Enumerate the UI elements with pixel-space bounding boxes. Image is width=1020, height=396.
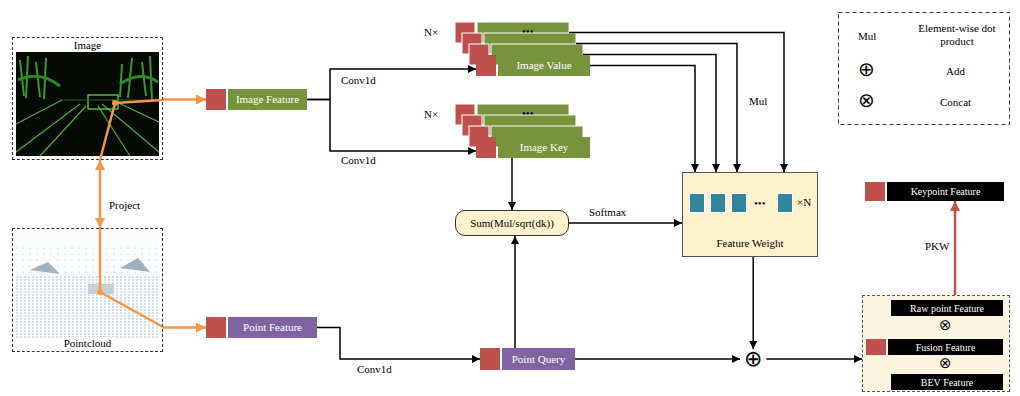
add-symbol: ⊕ (740, 349, 766, 369)
text-label: ⊗ (858, 89, 875, 111)
feature-box: BEV Feature (891, 374, 1003, 390)
feature-box: Fusion Feature (866, 339, 1003, 355)
node-text: Pointcloud (61, 337, 115, 350)
red-square (206, 89, 226, 110)
weight-box: Feature Weight (682, 172, 818, 257)
feature-body: Keypoint Feature (887, 182, 1004, 201)
text-label: Mul (858, 30, 876, 43)
connector (575, 358, 740, 360)
red-square (206, 317, 226, 338)
process-box: Sum(Mul/sqrt(dk)) (455, 210, 569, 236)
red-square (866, 339, 886, 355)
feature-box: Point Feature (206, 317, 317, 338)
node-text: Image Value (516, 59, 571, 72)
red-square (476, 137, 496, 158)
node-text: Point Feature (243, 321, 302, 334)
legend-text: Concat (940, 96, 971, 109)
text-label: ••• (522, 25, 534, 38)
feature-body: Point Query (502, 348, 575, 370)
text-label: ••• (754, 197, 766, 210)
connector (317, 328, 480, 360)
output-box: Keypoint Feature (865, 182, 1004, 201)
node-text: Sum(Mul/sqrt(dk)) (470, 217, 554, 230)
text-label: N× (424, 26, 438, 39)
concat-group: Raw point FeatureFusion FeatureBEV Featu… (862, 295, 1010, 392)
legend-box (839, 13, 1010, 125)
node-text: Image Key (520, 141, 569, 154)
connector (307, 69, 476, 100)
feature-body: Image Value (498, 55, 590, 76)
edge-label: Conv1d (340, 74, 377, 87)
text-label: N× (424, 108, 438, 121)
edge-label: Project (108, 199, 141, 212)
red-square (476, 55, 496, 76)
edge-label: Conv1d (340, 154, 377, 167)
connector (954, 201, 957, 295)
red-square (865, 182, 885, 201)
query-box: Point Query (480, 348, 575, 370)
point-cloud (16, 228, 163, 338)
feature-box: Image Feature (206, 89, 307, 110)
text-label: ••• (522, 107, 534, 120)
connector (514, 236, 516, 348)
feature-body: Image Key (498, 137, 590, 158)
edge-label: Conv1d (356, 363, 393, 376)
node-text: ⊕ (744, 349, 762, 369)
connector (307, 100, 476, 152)
weight-square (731, 193, 747, 213)
edge-label: PKW (924, 240, 950, 253)
pointcloud-panel: Pointcloud (12, 228, 163, 352)
node-text: BEV Feature (921, 376, 973, 389)
text-label: ×N (797, 196, 811, 209)
key-box: Image Key (476, 137, 590, 158)
legend-text: Add (946, 65, 965, 78)
node-text: Image (71, 39, 104, 52)
node-text: Image Feature (236, 93, 299, 106)
connector (163, 98, 206, 101)
text-label: ⊕ (858, 58, 875, 80)
value-arrows (569, 33, 784, 173)
edge-label: Mul (748, 95, 768, 108)
feature-box: Raw point Feature (891, 300, 1003, 316)
red-square (480, 348, 500, 370)
text-label: ⊗ (939, 317, 952, 334)
node-text: Keypoint Feature (911, 185, 981, 198)
connector (511, 158, 513, 210)
value-box: Image Value (476, 55, 590, 76)
weight-square (777, 193, 793, 213)
node-text: Feature Weight (716, 237, 783, 250)
feature-body: Point Feature (228, 317, 317, 338)
image-panel: Image (12, 37, 163, 160)
node-text: Point Query (512, 353, 565, 366)
node-text: Fusion Feature (916, 341, 976, 354)
connector (163, 326, 206, 329)
node-text: Raw point Feature (910, 302, 984, 315)
camera-image (16, 52, 163, 160)
feature-body: Fusion Feature (888, 339, 1003, 355)
text-label: ⊗ (939, 355, 952, 372)
weight-square (710, 193, 726, 213)
weight-square (689, 193, 705, 213)
connector (99, 160, 102, 228)
edge-label: Softmax (588, 206, 627, 219)
legend-text: Element-wise dot product (918, 22, 996, 48)
connector (569, 222, 682, 224)
connector (766, 358, 862, 360)
connector (590, 66, 695, 173)
feature-body: Image Feature (228, 89, 307, 110)
connector (752, 257, 754, 349)
